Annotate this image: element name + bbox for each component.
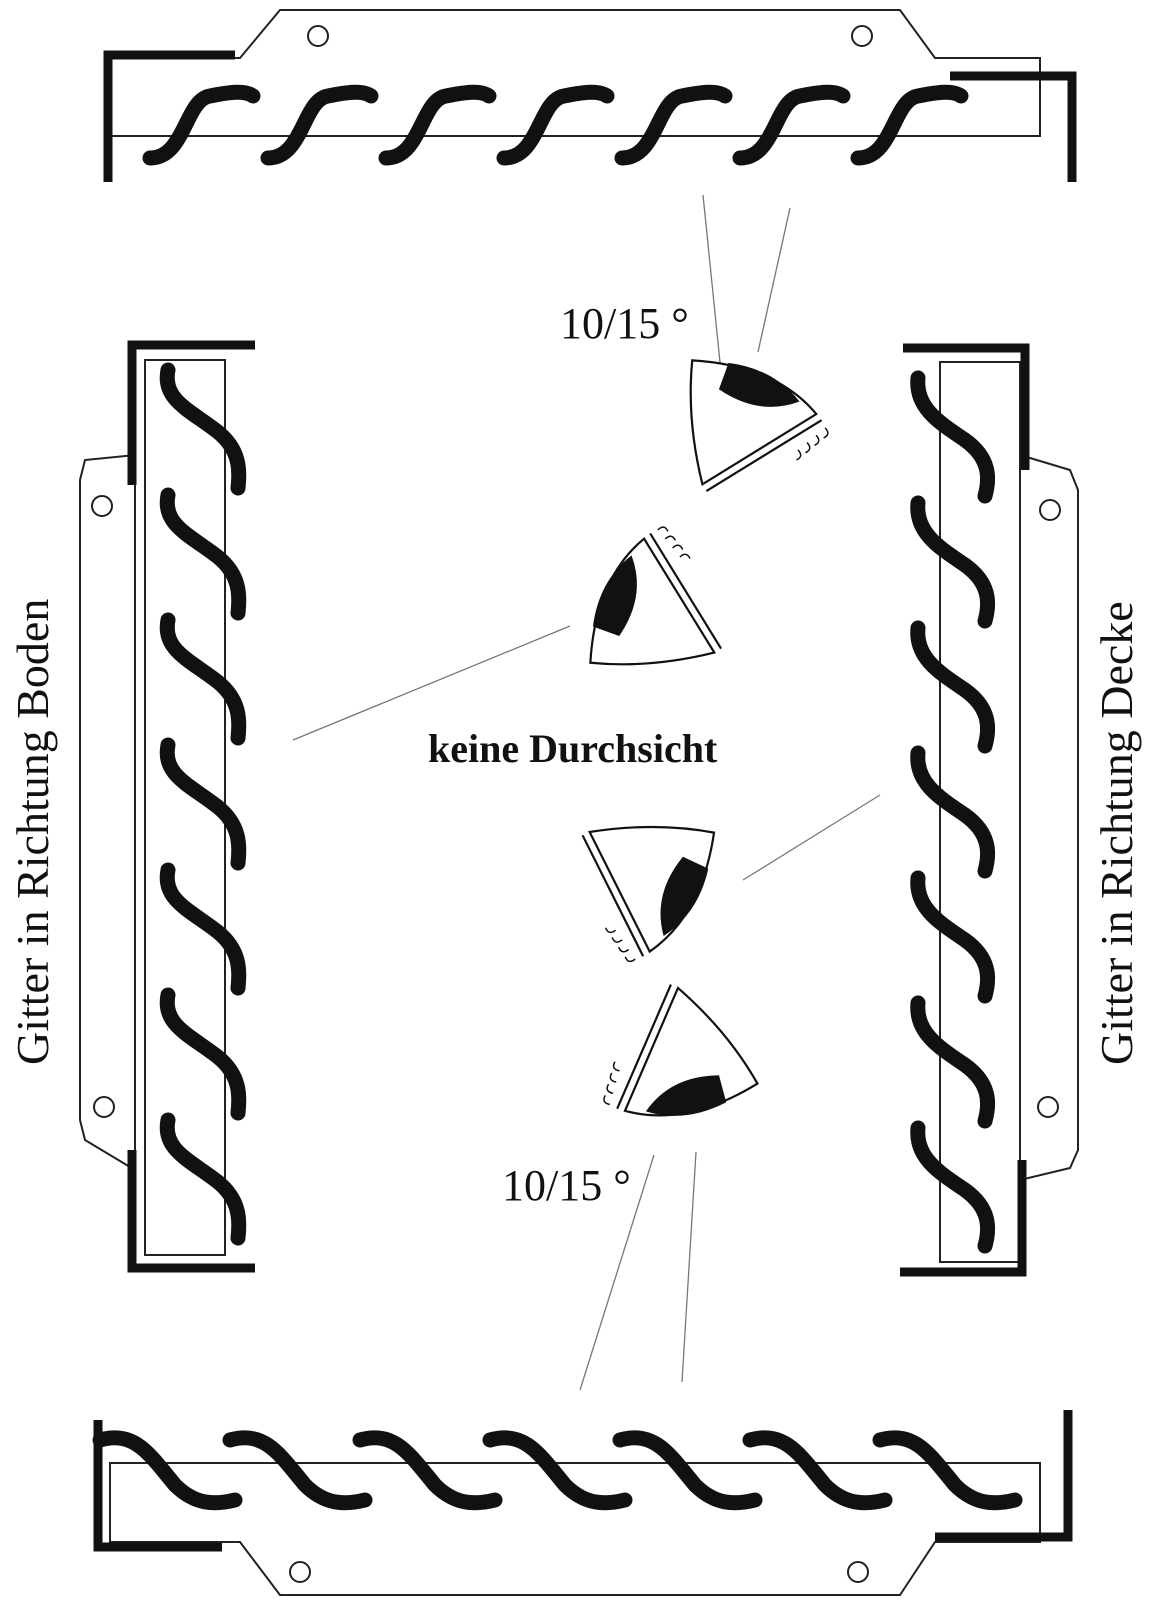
bottom-grille bbox=[92, 1410, 1073, 1596]
right-grille-screw-hole-top bbox=[1039, 499, 1061, 521]
left-grille-slat bbox=[159, 1112, 247, 1246]
top-grille-slat bbox=[496, 84, 615, 166]
left-side-label: Gitter in Richtung Boden bbox=[7, 599, 58, 1065]
angle-label-top: 10/15 ° bbox=[560, 299, 689, 348]
top-grille bbox=[103, 9, 1077, 182]
sight-line-top-a bbox=[702, 194, 723, 383]
top-grille-slat bbox=[732, 84, 851, 166]
right-grille-slat bbox=[910, 1120, 996, 1254]
right-grille-slat bbox=[910, 995, 996, 1129]
bottom-grille-slat bbox=[482, 1430, 633, 1511]
sight-line-right bbox=[742, 794, 881, 881]
left-grille-slat bbox=[159, 862, 247, 996]
bottom-grille-slats bbox=[92, 1430, 1023, 1511]
bottom-grille-bracket-right bbox=[935, 1410, 1073, 1542]
left-grille-slat bbox=[159, 612, 247, 746]
sight-line-top-b bbox=[757, 207, 791, 353]
bottom-grille-slat bbox=[92, 1430, 243, 1511]
top-grille-bracket-left bbox=[103, 50, 235, 182]
bottom-grille-housing bbox=[109, 1462, 1041, 1596]
right-grille-slat bbox=[910, 495, 996, 629]
right-grille-housing bbox=[1019, 453, 1079, 1182]
angle-label-bottom: 10/15 ° bbox=[502, 1161, 631, 1210]
top-grille-slats bbox=[142, 84, 969, 166]
top-grille-slat bbox=[614, 84, 733, 166]
right-grille-bracket-top bbox=[903, 343, 1030, 470]
bottom-grille-screw-hole-left bbox=[289, 1561, 311, 1583]
top-grille-slat bbox=[850, 84, 969, 166]
top-grille-slat bbox=[260, 84, 379, 166]
left-grille-slat bbox=[159, 987, 247, 1121]
eye-looking-up-icon bbox=[689, 359, 829, 493]
sight-line-bottom-b bbox=[681, 1151, 697, 1383]
left-grille-slats bbox=[159, 362, 247, 1246]
right-grille-screw-hole-bottom bbox=[1037, 1096, 1059, 1118]
bottom-grille-bracket-left bbox=[93, 1420, 222, 1552]
top-grille-screw-hole-right bbox=[851, 25, 873, 47]
bottom-grille-slat bbox=[742, 1430, 893, 1511]
right-grille-slat bbox=[910, 370, 996, 504]
center-label: keine Durchsicht bbox=[428, 726, 718, 771]
sight-lines bbox=[292, 194, 881, 1391]
right-grille-slat bbox=[910, 620, 996, 754]
bottom-grille-screw-hole-right bbox=[847, 1561, 869, 1583]
left-grille-screw-hole-bottom bbox=[93, 1096, 115, 1118]
bottom-grille-slat bbox=[352, 1430, 503, 1511]
left-grille-bracket-bottom bbox=[127, 1150, 255, 1273]
top-grille-bracket-right bbox=[950, 71, 1077, 182]
sight-line-bottom-a bbox=[579, 1154, 655, 1391]
eye-looking-down-icon bbox=[603, 984, 759, 1117]
right-grille-bracket-bottom bbox=[900, 1160, 1027, 1277]
left-grille-slat bbox=[159, 362, 247, 496]
top-grille-slat bbox=[378, 84, 497, 166]
sight-line-left bbox=[292, 625, 571, 741]
right-grille-slat bbox=[910, 870, 996, 1004]
left-grille-slat bbox=[159, 487, 247, 621]
bottom-grille-slat bbox=[872, 1430, 1023, 1511]
left-grille-screw-hole-top bbox=[91, 495, 113, 517]
top-grille-screw-hole-left bbox=[307, 25, 329, 47]
left-grille-housing bbox=[79, 453, 136, 1172]
left-grille-bracket-top bbox=[127, 340, 255, 485]
eye-looking-right-icon bbox=[581, 825, 716, 963]
bottom-grille-slat bbox=[222, 1430, 373, 1511]
right-side-label: Gitter in Richtung Decke bbox=[1091, 601, 1142, 1065]
top-grille-slat bbox=[142, 84, 261, 166]
left-grille bbox=[79, 340, 255, 1273]
left-grille-slat bbox=[159, 737, 247, 871]
right-grille bbox=[900, 343, 1079, 1277]
right-grille-slat bbox=[910, 745, 996, 879]
eye-looking-left-icon bbox=[589, 526, 723, 666]
right-grille-slats bbox=[910, 370, 996, 1254]
bottom-grille-slat bbox=[612, 1430, 763, 1511]
